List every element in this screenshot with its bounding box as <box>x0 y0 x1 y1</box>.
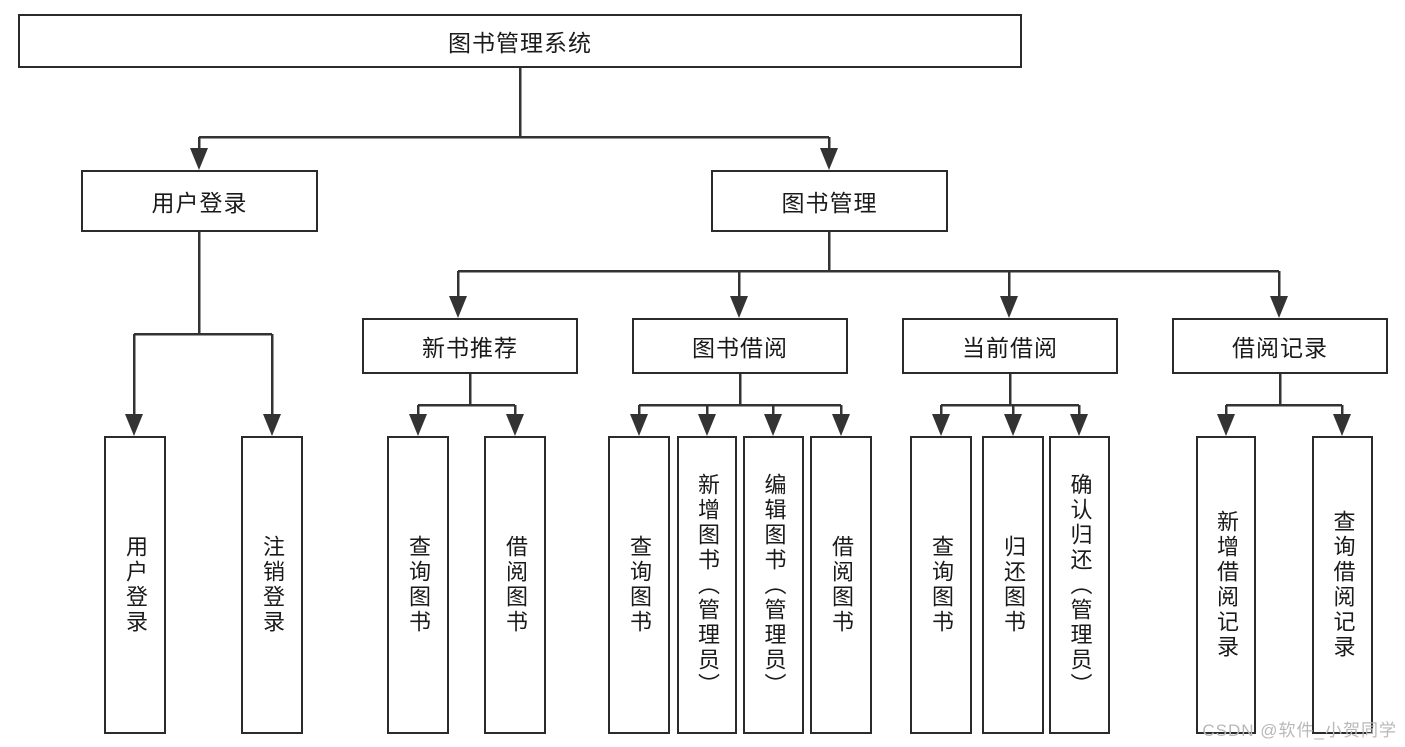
node-leaf-user-login[interactable]: 用户登录 <box>104 436 166 734</box>
arrowhead-root-to-book-manage <box>820 148 838 170</box>
arrowhead-current-to-l2 <box>1004 414 1022 436</box>
arrowhead-book-manage-to-c4 <box>1270 296 1288 318</box>
node-borrow-record[interactable]: 借阅记录 <box>1172 318 1388 374</box>
node-user-login[interactable]: 用户登录 <box>81 170 318 232</box>
arrowhead-record-to-l2 <box>1333 414 1351 436</box>
node-label: 当前借阅 <box>962 335 1058 361</box>
node-leaf-logout[interactable]: 注销登录 <box>241 436 303 734</box>
arrowhead-recommend-to-l1 <box>409 414 427 436</box>
arrowhead-root-to-user-login <box>190 148 208 170</box>
node-leaf-query-book-2[interactable]: 查询图书 <box>608 436 670 734</box>
arrowhead-current-to-l3 <box>1070 414 1088 436</box>
node-leaf-query-book-3[interactable]: 查询图书 <box>910 436 972 734</box>
arrowhead-borrow-to-l2 <box>698 414 716 436</box>
node-leaf-confirm-return[interactable]: 确认归还（管理员） <box>1049 436 1110 734</box>
node-root[interactable]: 图书管理系统 <box>18 14 1022 68</box>
arrowhead-book-manage-to-c2 <box>730 296 748 318</box>
arrowhead-book-manage-to-c3 <box>1000 296 1018 318</box>
node-label: 编辑图书（管理员） <box>761 472 787 698</box>
node-label: 新增图书（管理员） <box>695 472 720 698</box>
node-label: 确认归还（管理员） <box>1067 472 1093 698</box>
node-leaf-borrow-book-2[interactable]: 借阅图书 <box>810 436 872 734</box>
node-label: 用户登录 <box>151 190 248 216</box>
node-label: 借阅记录 <box>1232 335 1328 361</box>
arrowhead-recommend-to-l2 <box>506 414 524 436</box>
node-leaf-return-book[interactable]: 归还图书 <box>982 436 1044 734</box>
node-label: 图书借阅 <box>692 335 788 361</box>
node-label: 查询借阅记录 <box>1330 510 1356 660</box>
node-leaf-query-book-1[interactable]: 查询图书 <box>387 436 449 734</box>
node-current-borrow[interactable]: 当前借阅 <box>902 318 1118 374</box>
node-label: 借阅图书 <box>503 535 528 635</box>
node-label: 查询图书 <box>627 535 652 635</box>
node-leaf-borrow-book-1[interactable]: 借阅图书 <box>484 436 546 734</box>
node-leaf-add-book[interactable]: 新增图书（管理员） <box>677 436 737 734</box>
node-label: 图书管理系统 <box>448 30 592 56</box>
node-leaf-edit-book[interactable]: 编辑图书（管理员） <box>743 436 804 734</box>
arrowhead-user-login-to-leaf1 <box>125 414 143 436</box>
node-book-borrow[interactable]: 图书借阅 <box>632 318 848 374</box>
node-book-manage[interactable]: 图书管理 <box>711 170 948 232</box>
node-label: 用户登录 <box>123 535 148 635</box>
node-new-book-recommend[interactable]: 新书推荐 <box>362 318 578 374</box>
arrowhead-borrow-to-l3 <box>764 414 782 436</box>
node-label: 查询图书 <box>406 535 431 635</box>
node-leaf-add-record[interactable]: 新增借阅记录 <box>1196 436 1256 734</box>
arrowhead-book-manage-to-c1 <box>449 296 467 318</box>
arrowhead-borrow-to-l1 <box>630 414 648 436</box>
node-label: 注销登录 <box>260 535 285 635</box>
node-label: 借阅图书 <box>829 535 854 635</box>
node-label: 归还图书 <box>1001 535 1026 635</box>
arrowhead-user-login-to-leaf2 <box>263 414 281 436</box>
arrowhead-current-to-l1 <box>932 414 950 436</box>
arrowhead-borrow-to-l4 <box>832 414 850 436</box>
node-label: 查询图书 <box>929 535 954 635</box>
node-label: 图书管理 <box>781 190 878 216</box>
node-label: 新书推荐 <box>422 335 518 361</box>
node-label: 新增借阅记录 <box>1214 510 1239 660</box>
arrowhead-record-to-l1 <box>1217 414 1235 436</box>
node-leaf-query-record[interactable]: 查询借阅记录 <box>1312 436 1373 734</box>
